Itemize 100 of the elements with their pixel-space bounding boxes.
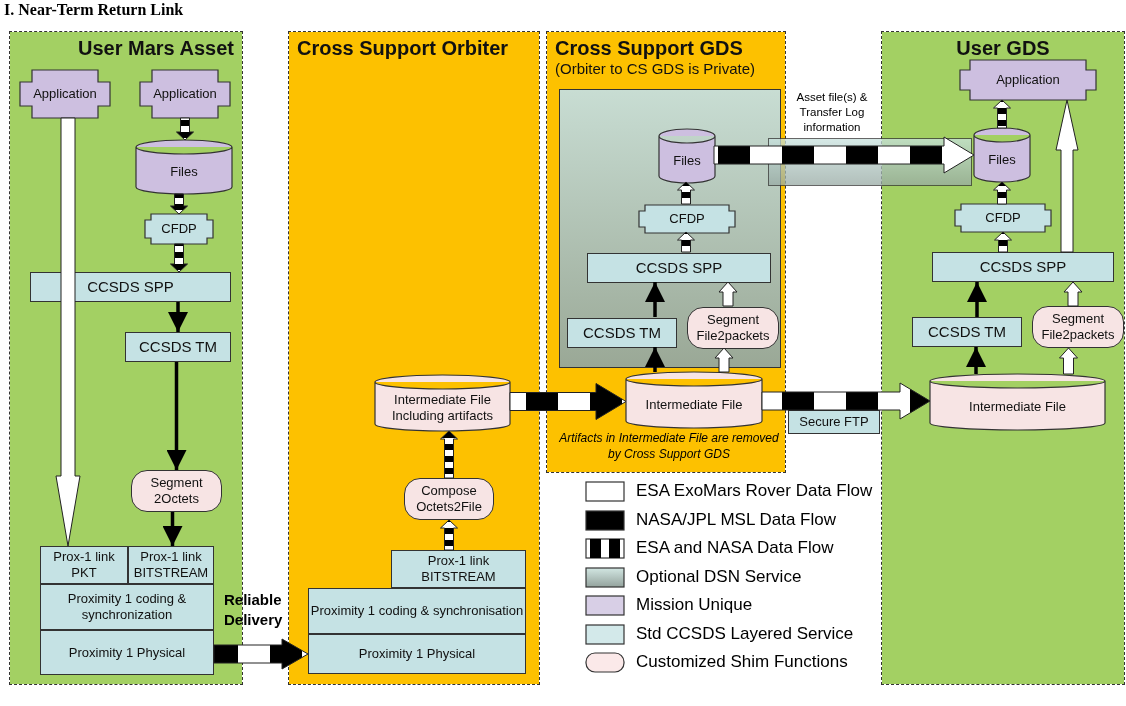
legend-label: NASA/JPL MSL Data Flow	[636, 509, 836, 530]
file-store-cylinder	[626, 372, 762, 428]
arrow	[55, 117, 81, 547]
application-block	[20, 70, 110, 118]
node-label: Application	[33, 86, 97, 102]
legend-label: Customized Shim Functions	[636, 652, 848, 672]
file-store-cylinder	[659, 129, 715, 183]
shim-function-box	[404, 478, 494, 520]
file-store-cylinder	[974, 128, 1030, 182]
layer-box	[587, 253, 771, 283]
layer-box	[125, 332, 231, 362]
shim-function-box	[131, 470, 222, 512]
node-label: CCSDS SPP	[979, 258, 1067, 276]
node-label: CFDP	[161, 221, 197, 237]
node-label: CCSDS TM	[927, 323, 1007, 341]
node-label: Proximity 1 Physical	[358, 646, 476, 662]
node-label: Files	[988, 152, 1016, 168]
shim-function-box	[687, 307, 779, 349]
optional-service-panel	[559, 89, 781, 368]
arrow	[176, 117, 194, 141]
shim-function-box	[1032, 306, 1124, 348]
arrow	[677, 181, 695, 205]
layer-box	[308, 634, 526, 674]
layer-box	[567, 318, 677, 348]
node-label: Intermediate File	[969, 399, 1066, 415]
file-store-cylinder	[136, 140, 232, 194]
arrow	[645, 347, 665, 372]
arrow	[170, 193, 188, 215]
group-heading: User GDS	[956, 36, 1050, 60]
node-label: Segment File2packets	[695, 312, 771, 344]
node-label: Segment 2Octets	[149, 475, 204, 507]
legend-label: ESA ExoMars Rover Data Flow	[636, 481, 873, 501]
node-label: Application	[153, 86, 217, 102]
arrow	[440, 430, 458, 479]
layer-box	[40, 546, 128, 584]
node-label: Application	[996, 72, 1060, 88]
diagram-title: I. Near-Term Return Link	[4, 1, 184, 19]
group-heading: User Mars Asset	[78, 36, 234, 60]
group-panel	[882, 32, 1124, 684]
group-heading: Cross Support GDS	[555, 36, 743, 60]
arrow	[1063, 281, 1083, 307]
node-label: Intermediate File	[645, 397, 743, 413]
node-label: Files	[170, 164, 198, 180]
arrow	[170, 243, 188, 273]
arrow	[994, 231, 1012, 253]
node-label: Proximity 1 Physical	[68, 644, 186, 661]
node-label: CCSDS TM	[138, 338, 218, 356]
application-block	[140, 70, 230, 118]
protocol-block	[145, 214, 213, 244]
file-store-cylinder	[375, 375, 510, 431]
note-text: Artifacts in Intermediate File are removed by Cross Support GDS	[558, 430, 780, 463]
arrow	[162, 512, 183, 546]
group-heading: Cross Support Orbiter	[297, 36, 509, 60]
arrow	[168, 302, 188, 332]
legend-label: Mission Unique	[636, 595, 753, 615]
arrow	[440, 519, 458, 551]
file-store-cylinder	[930, 374, 1105, 430]
node-label: Prox-1 link BITSTREAM	[132, 549, 210, 581]
node-label: CCSDS TM	[582, 324, 662, 342]
application-block	[960, 60, 1096, 100]
arrow	[993, 181, 1011, 205]
layer-box	[40, 584, 214, 630]
node-label: Prox-1 link PKT	[52, 549, 116, 581]
arrow	[677, 231, 695, 253]
arrow	[166, 362, 187, 470]
arrow	[967, 282, 987, 317]
arrow	[993, 99, 1011, 129]
node-label: CCSDS SPP	[87, 278, 174, 296]
layer-box	[40, 630, 214, 675]
arrow	[966, 347, 986, 374]
layer-box	[30, 272, 231, 302]
layer-box	[932, 252, 1114, 282]
arrow	[509, 383, 627, 420]
node-label: CCSDS SPP	[635, 259, 723, 277]
node-label: Secure FTP	[799, 414, 869, 430]
arrow	[645, 282, 665, 317]
node-label: Prox-1 link BITSTREAM	[420, 553, 497, 585]
group-panel	[289, 32, 539, 684]
group-panel	[547, 32, 785, 472]
node-label: Compose Octets2File	[415, 483, 483, 515]
arrow	[213, 638, 309, 670]
layer-box	[788, 410, 880, 434]
arrow	[1055, 99, 1079, 253]
node-label: Segment File2packets	[1040, 311, 1116, 343]
arrow	[761, 382, 931, 420]
group-subheading: (Orbiter to CS GDS is Private)	[555, 60, 756, 78]
legend-label: Std CCSDS Layered Service	[636, 623, 854, 644]
arrow	[714, 347, 734, 373]
protocol-block	[639, 205, 735, 233]
node-label: Intermediate File Including artifacts	[390, 392, 495, 424]
layer-box	[391, 550, 526, 588]
protocol-block	[955, 204, 1051, 232]
legend-label: Optional DSN Service	[636, 566, 802, 587]
layer-box	[912, 317, 1022, 347]
node-label: CFDP	[985, 210, 1021, 226]
node-label: Proximity 1 coding & synchronization	[66, 591, 188, 623]
legend-label: ESA and NASA Data Flow	[636, 538, 834, 558]
node-label: Proximity 1 coding & synchronisation	[310, 603, 524, 619]
layer-box	[308, 588, 526, 634]
node-label: CFDP	[669, 211, 705, 227]
